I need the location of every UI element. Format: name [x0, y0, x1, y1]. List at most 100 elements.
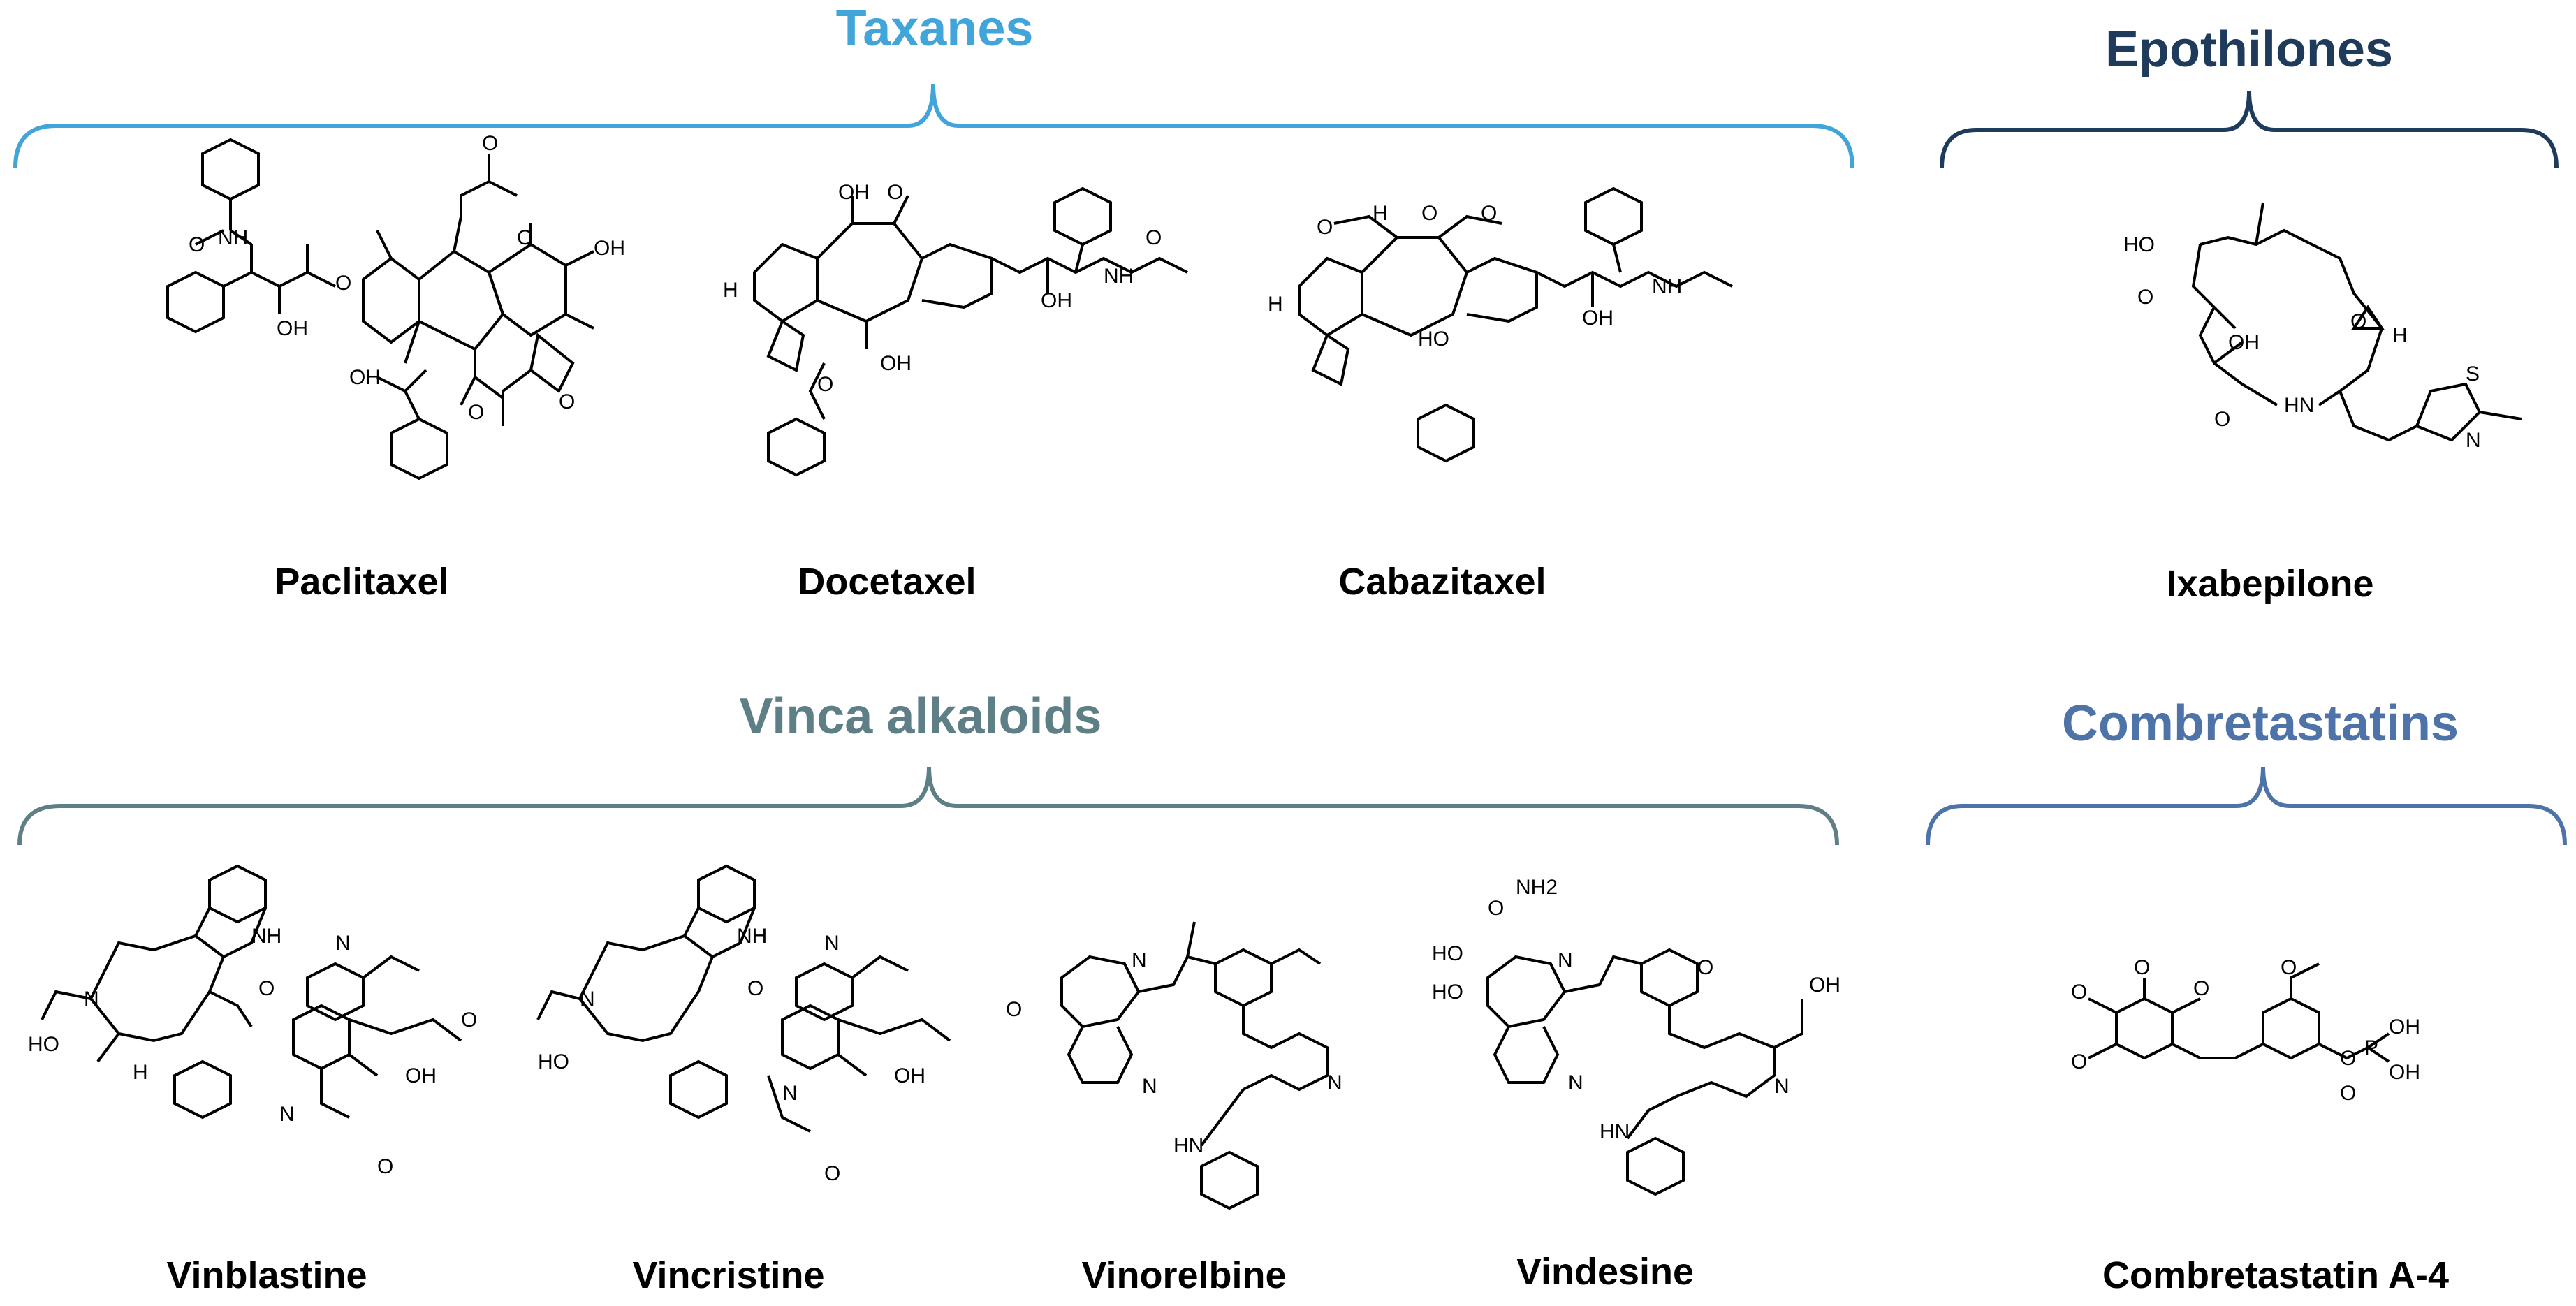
vindesine-hn: HN [1600, 1120, 1630, 1143]
vinblastine-n2: N [335, 932, 351, 955]
cabazitaxel-structure: O H O O H HO OH NH [1268, 186, 1733, 463]
vinblastine-o2: O [461, 1008, 477, 1032]
vincristine-n2: N [824, 932, 840, 955]
compound-name-vinblastine: Vinblastine [166, 1254, 367, 1296]
compound-name-combretastatin-a4: Combretastatin A-4 [2102, 1254, 2450, 1296]
combretastatin-o1: O [2071, 981, 2087, 1004]
combretastatin-oh2: OH [2389, 1061, 2420, 1084]
combretastatin-o6: O [2340, 1047, 2356, 1070]
ixabepilone-o1: O [2137, 286, 2153, 309]
ixabepilone-hn: HN [2284, 394, 2314, 417]
vincristine-n1: N [580, 988, 595, 1011]
docetaxel-ho: OH [880, 352, 912, 375]
vinorelbine-n3: N [1327, 1071, 1342, 1094]
cabazitaxel-nh: NH [1652, 275, 1682, 298]
docetaxel-h: H [723, 279, 738, 302]
docetaxel-nh: NH [1104, 265, 1134, 288]
cabazitaxel-ho: HO [1418, 328, 1449, 351]
combretastatin-o4: O [2071, 1050, 2087, 1073]
paclitaxel-oh1: OH [277, 317, 308, 340]
vindesine-structure: NH2 O HO HO N O OH N N HN [1432, 876, 1840, 1196]
paclitaxel-oh3: OH [349, 366, 381, 389]
vinorelbine-o1: O [1006, 998, 1022, 1021]
ixabepilone-o2: O [2350, 310, 2366, 333]
docetaxel-o2: O [817, 373, 833, 396]
vincristine-nh: NH [737, 925, 767, 948]
ixabepilone-ho: HO [2123, 233, 2155, 256]
ixabepilone-oh: OH [2228, 331, 2260, 354]
paclitaxel-o4: O [517, 226, 533, 249]
vinblastine-structure: NH N HO H O N N OH O O [28, 864, 477, 1178]
group-title-epothilones: Epothilones [2105, 22, 2393, 78]
combretastatins-bracket [1926, 766, 2567, 846]
taxanes-bracket [13, 83, 1854, 168]
vindesine-n3: N [1774, 1075, 1790, 1098]
paclitaxel-o5: O [468, 401, 484, 424]
combretastatin-o7: O [2340, 1082, 2356, 1105]
vindesine-o2: O [1697, 956, 1713, 979]
cabazitaxel-h1: H [1373, 202, 1388, 225]
vinorelbine-n1: N [1132, 949, 1147, 972]
vincristine-o1: O [747, 977, 763, 1000]
vindesine-n2: N [1568, 1071, 1583, 1094]
ixabepilone-o3: O [2214, 408, 2230, 431]
vindesine-n1: N [1558, 949, 1573, 972]
ixabepilone-s: S [2466, 362, 2480, 386]
vinblastine-ho: HO [28, 1033, 59, 1056]
vincristine-o2: O [824, 1162, 840, 1185]
combretastatin-o3: O [2193, 977, 2209, 1000]
combretastatin-o2: O [2134, 956, 2150, 979]
compound-name-cabazitaxel: Cabazitaxel [1338, 561, 1546, 603]
epothilones-bracket [1940, 90, 2559, 168]
ixabepilone-h: H [2392, 324, 2408, 347]
combretastatin-p: P [2364, 1036, 2378, 1059]
vincristine-ho: HO [538, 1050, 569, 1073]
paclitaxel-oh2: OH [594, 237, 625, 260]
compound-name-paclitaxel: Paclitaxel [275, 561, 449, 603]
vinorelbine-structure: N O N N HN [1006, 921, 1342, 1210]
cabazitaxel-o2: O [1421, 202, 1437, 225]
compound-name-vincristine: Vincristine [632, 1254, 825, 1296]
paclitaxel-o6: O [559, 390, 575, 413]
vinblastine-o1: O [258, 977, 275, 1000]
paclitaxel-o1: O [189, 233, 205, 256]
docetaxel-oh2: OH [1041, 289, 1072, 312]
compound-name-vinorelbine: Vinorelbine [1081, 1254, 1287, 1296]
docetaxel-structure: OH O H O OH OH NH O [723, 181, 1188, 477]
vinblastine-h: H [133, 1061, 148, 1084]
paclitaxel-o3: O [482, 132, 498, 155]
vinblastine-o3: O [377, 1155, 393, 1178]
ixabepilone-n: N [2466, 429, 2481, 452]
ixabepilone-structure: HO O OH HN O H O S N [2123, 202, 2522, 452]
vinblastine-n1: N [84, 988, 99, 1011]
cabazitaxel-o3: O [1481, 202, 1497, 225]
paclitaxel-nh: NH [218, 226, 248, 249]
docetaxel-oh1: OH [838, 181, 870, 204]
vinorelbine-n2: N [1142, 1075, 1157, 1098]
compound-name-ixabepilone: Ixabepilone [2166, 563, 2374, 605]
docetaxel-o3: O [1146, 226, 1162, 249]
group-title-combretastatins: Combretastatins [2061, 696, 2459, 751]
group-title-taxanes: Taxanes [835, 1, 1034, 57]
vinblastine-oh: OH [405, 1064, 437, 1087]
paclitaxel-structure: NH O OH O O O OH OH O O [166, 132, 625, 480]
vindesine-oh: OH [1809, 974, 1840, 997]
vincristine-oh: OH [894, 1064, 925, 1087]
cabazitaxel-o1: O [1317, 216, 1333, 239]
compound-name-vindesine: Vindesine [1516, 1251, 1695, 1293]
cabazitaxel-h2: H [1268, 293, 1283, 316]
paclitaxel-o2: O [335, 272, 351, 295]
vinblastine-nh: NH [251, 925, 281, 948]
combretastatin-oh1: OH [2389, 1015, 2420, 1039]
combretastatin-a4-structure: O O O O O O P OH OH O [2071, 956, 2420, 1105]
cabazitaxel-oh: OH [1582, 307, 1613, 330]
group-title-vinca-alkaloids: Vinca alkaloids [739, 689, 1102, 744]
vindesine-o1: O [1488, 897, 1504, 920]
vindesine-ho2: HO [1432, 981, 1463, 1004]
vincristine-n3: N [782, 1082, 798, 1105]
docetaxel-o1: O [887, 181, 903, 204]
vincristine-structure: NH N HO O N N OH O [536, 864, 951, 1185]
vindesine-nh2: NH2 [1516, 876, 1558, 899]
compound-name-docetaxel: Docetaxel [798, 561, 976, 603]
combretastatin-o5: O [2281, 956, 2297, 979]
